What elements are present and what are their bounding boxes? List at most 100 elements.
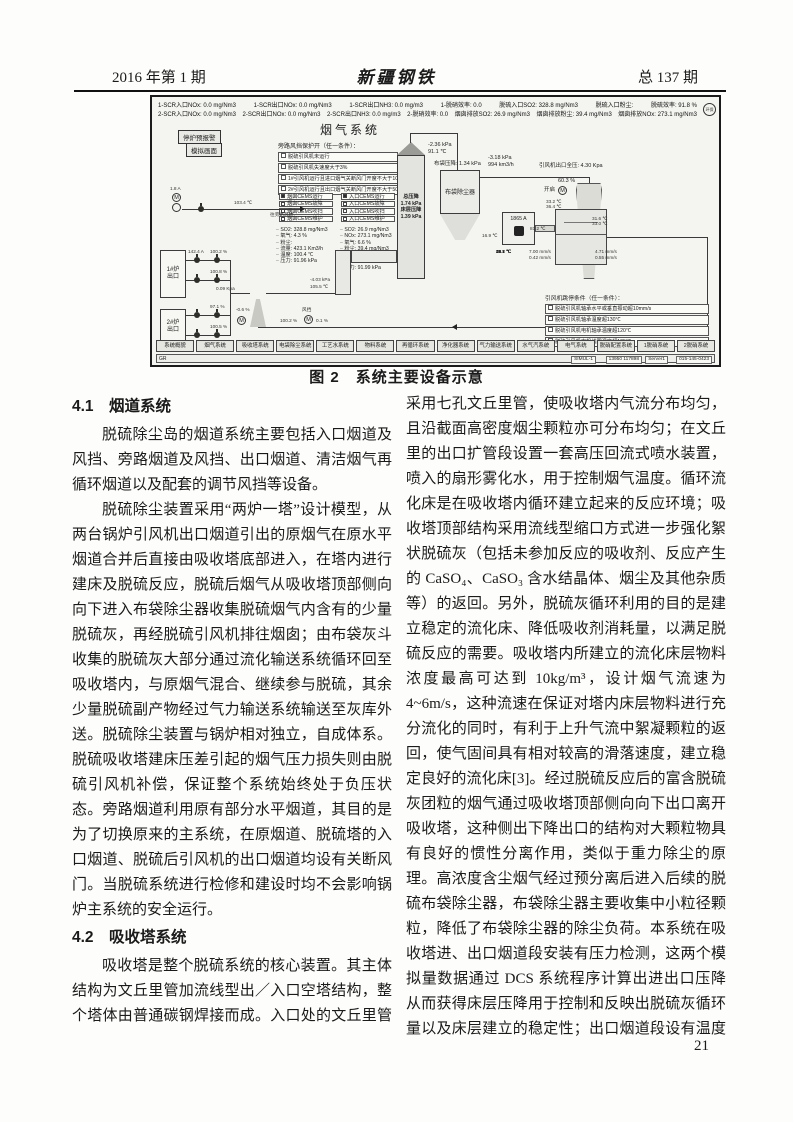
checkbox-icon <box>343 194 347 199</box>
stat-item: 1-SCR出口NH3: 0.0 mg/m3 <box>349 103 423 109</box>
pipe-line <box>480 177 589 178</box>
cems-row: 入口CEMS吹扫 <box>341 208 395 215</box>
article-body: 4.1 烟道系统 脱硫除尘岛的烟道系统主要包括入口烟道及风挡、旁路烟道及风挡、出… <box>72 392 726 1044</box>
pipe-line <box>186 260 230 261</box>
status-left: GR <box>159 356 167 362</box>
valve-icon <box>214 329 220 338</box>
checkbox-icon <box>281 201 285 206</box>
dcs-screen-title: 烟气系统 <box>320 123 381 137</box>
bagfilter-hopper <box>440 214 480 240</box>
bearing-temp: 40.1 ℃ <box>496 249 512 254</box>
tower-label: 床层压降 <box>400 207 422 213</box>
fan-vibration-label: 4.71 mm/s <box>595 249 617 254</box>
fan-temp-label: 33.2 ℃ <box>546 199 562 204</box>
duct-pressure-label: -4.03 kPa <box>310 277 331 282</box>
motor-core-icon <box>514 226 524 236</box>
checkbox-icon <box>343 216 347 221</box>
fan-temp-label: 36.4 ℃ <box>546 204 562 209</box>
stat-item: 1-SCR出口NOx: 0.0 mg/Nm3 <box>253 103 332 109</box>
pipe-line <box>410 133 411 143</box>
absorber-tower-top <box>397 142 425 155</box>
pressure-label: 0.09 Kpa <box>216 286 235 291</box>
dcs-nav-button: 烟气系统 <box>196 340 235 352</box>
pipe-line <box>230 293 250 294</box>
damper-pct-label: 0.1 % <box>316 318 328 323</box>
gauge-icon <box>172 203 181 212</box>
cems-row: 烟囱CEMS故障 <box>279 200 333 207</box>
dcs-nav-button: 净化器系统 <box>436 340 475 352</box>
status-field: SIMUL-1 <box>571 355 596 364</box>
fan-vibration-label: 7.00 mm/s <box>529 249 551 254</box>
stat-item: 烟囱排放粉尘: 39.4 mg/Nm3 <box>536 112 612 118</box>
fan-divider <box>564 222 598 223</box>
valve-label: 97.1 % <box>210 304 225 309</box>
flow-arrow-icon <box>300 206 305 212</box>
stat-item: 脱硫入口粉尘: <box>595 103 634 109</box>
boiler-1-outlet-box: 1#炉出口 <box>160 250 186 298</box>
header-issue-left: 2016 年第 1 期 <box>112 70 206 86</box>
section-heading-4-2: 4.2 吸收塔系统 <box>72 929 187 946</box>
readout-line: 压力: 91.96 kPa <box>276 258 334 264</box>
valve-label: 142.4 A <box>188 249 204 254</box>
pipe-line <box>186 335 230 336</box>
dcs-nav-button: 1脱硝系统 <box>636 340 676 352</box>
dcs-nav-button: 气力输送系统 <box>476 340 515 352</box>
cems-row: 入口CEMS维护 <box>341 215 395 223</box>
outlet-pressure-label: -3.18 kPa <box>488 155 512 161</box>
bagfilter-dp-label: 布袋压降: 1.34 kPa <box>434 161 481 167</box>
stat-item: 2-SCR出口NOx: 0.0 mg/Nm3 <box>242 112 321 118</box>
pipe-line <box>230 260 231 336</box>
cems-label: 入口CEMS吹扫 <box>349 208 385 215</box>
fan-state-label: 开启 <box>544 187 556 193</box>
absorber-tower: 总压降 1.74 kPa 床层压降 1.39 kPa <box>397 155 425 279</box>
dcs-nav-button: 电袋除尘系统 <box>276 340 315 352</box>
duct-temp-label: 105.5 ℃ <box>310 284 329 289</box>
bypass-protect-list: 旁路风挡保护开（任一条件）： 脱硫引风机未运行脱硫引风机失速度大于3%1#引风机… <box>278 141 398 196</box>
fan-divider <box>556 234 606 235</box>
flow-arrow-icon <box>452 324 457 330</box>
fan-trip-item: 脱硫引风机电机轴承温度超120℃ <box>545 326 709 336</box>
fan-motor-box: 1865 A <box>502 212 535 245</box>
line-temp-label: 103.4 ℃ <box>234 200 253 205</box>
pipe-line <box>589 177 590 185</box>
motor-icon: M <box>558 186 567 195</box>
damper-label: 风挡 <box>302 307 312 312</box>
screen-select-button: 模拟画面 <box>186 143 222 157</box>
readout-line: 氧气: 4.3 % <box>276 233 334 239</box>
pipe-line <box>707 237 708 327</box>
valve-label: 100.2 % <box>210 249 228 254</box>
fan-temp-label: 33.0 ℃ <box>592 221 608 226</box>
fan-shaft <box>535 225 555 232</box>
readout-line: SO2: 26.9 mg/Nm3 <box>340 227 398 233</box>
valve-icon <box>194 309 200 318</box>
readout-line: SO2: 328.8 mg/Nm3 <box>276 227 334 233</box>
cems-row: 入口CEMS运行 <box>341 193 395 200</box>
cems-label: 烟囱CEMS运行 <box>287 193 323 200</box>
readout-line: 氧气: 6.6 % <box>340 240 398 246</box>
dcs-nav-bar: 系统概貌烟气系统吸收塔系统电袋除尘系统工艺水系统物料系统再循环系统净化器系统气力… <box>156 340 716 352</box>
header-rule <box>74 90 726 92</box>
bagfilter-box: 布袋除尘器 <box>440 170 480 214</box>
bypass-protect-item: 脱硫引风机未运行 <box>278 152 398 162</box>
pipe-line <box>266 293 343 294</box>
fan-temp-label: 31.6 ℃ <box>592 216 608 221</box>
fan-speed-label: 60.3 % <box>558 178 576 184</box>
cems-label: 烟囱CEMS维护 <box>287 216 323 223</box>
cems-label: 入口CEMS运行 <box>349 193 385 200</box>
inlet-duct <box>351 250 397 263</box>
stat-item: 烟囱排放NOx: 273.1 mg/Nm3 <box>618 112 697 118</box>
fan-vibration-label: 0.55 mm/s <box>595 255 617 260</box>
cems-row: 烟囱CEMS运行 <box>279 193 333 200</box>
bagfilter-pressure-label: -2.36 kPa <box>428 142 452 148</box>
valve-icon <box>214 309 220 318</box>
fan-temp-label: 81.2 ℃ <box>530 226 546 231</box>
valve-icon <box>194 329 200 338</box>
readout-line: NOx: 273.1 mg/Nm3 <box>340 233 398 239</box>
fan-trip-item: 脱硫引风机轴承温度超130℃ <box>545 315 709 325</box>
paragraph: 脱硫除尘装置采用“两炉一塔”设计模型，从两台锅炉引风机出口烟道引出的原烟气在原水… <box>72 502 392 918</box>
paragraph: 脱硫除尘岛的烟道系统主要包括入口烟道及风挡、旁路烟道及风挡、出口烟道、清洁烟气再… <box>72 427 392 493</box>
fan-body <box>555 209 607 265</box>
cems-label: 入口CEMS维护 <box>349 216 385 223</box>
dcs-nav-button: 电气系统 <box>556 340 595 352</box>
